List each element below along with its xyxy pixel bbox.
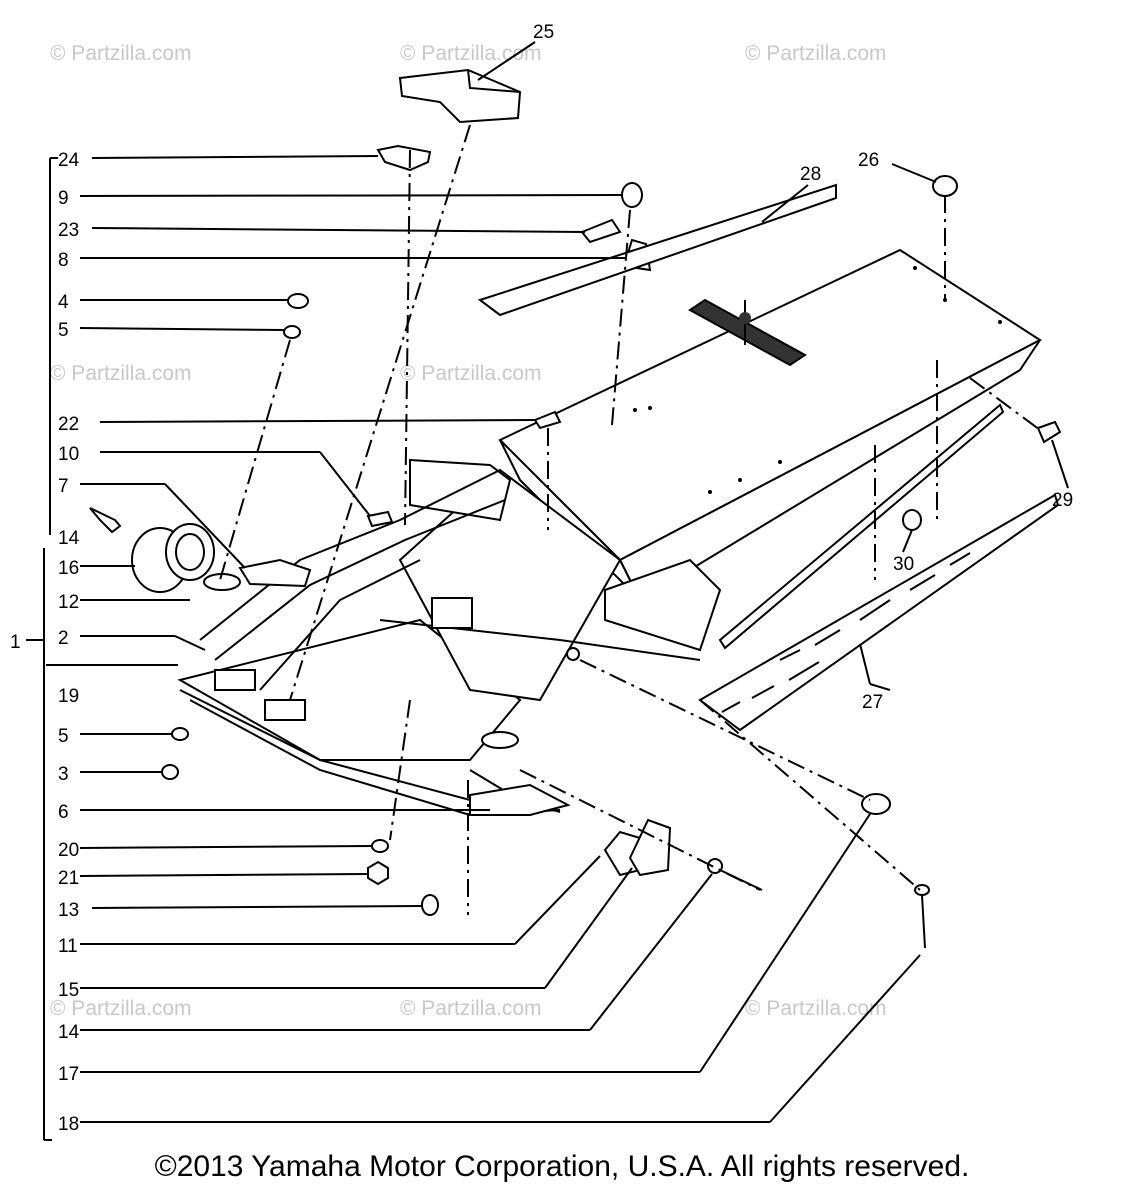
watermark: © Partzilla.com [50, 997, 192, 1020]
cap-part-26 [932, 175, 958, 197]
grommet-part-4 [287, 293, 309, 309]
exhaust-part-16 [131, 523, 215, 593]
washer-part-20 [371, 839, 389, 853]
grommet-part-3 [161, 764, 179, 780]
watermark: © Partzilla.com [400, 42, 542, 65]
nut-part-21 [367, 860, 389, 886]
callout-5: 5 [58, 320, 69, 341]
assembly-bracket [26, 157, 58, 1141]
callout-25: 25 [533, 22, 554, 43]
callout-15: 15 [58, 980, 79, 1001]
bolt-part-14a [89, 507, 122, 534]
watermark: © Partzilla.com [50, 42, 192, 65]
callout-17: 17 [58, 1064, 79, 1085]
callout-24: 24 [58, 150, 80, 171]
clip-part-29 [1036, 420, 1062, 444]
callout-19: 19 [58, 686, 79, 707]
watermark: © Partzilla.com [745, 997, 887, 1020]
watermark: © Partzilla.com [400, 362, 542, 385]
nut-part-13 [421, 894, 439, 916]
callout-4: 4 [58, 292, 69, 313]
callout-21: 21 [58, 868, 79, 889]
seat-pad-part [398, 68, 522, 124]
callout-11: 11 [58, 936, 78, 957]
callout-29: 29 [1052, 490, 1073, 511]
callout-14: 14 [58, 528, 80, 549]
block-part-10 [366, 510, 394, 528]
callout-12: 12 [58, 592, 79, 613]
callout-30: 30 [893, 554, 914, 575]
callout-labels: 25 24 9 23 8 4 5 22 10 7 14 16 12 1 2 19… [10, 22, 1073, 1135]
nut-part-9 [621, 182, 643, 208]
watermark: © Partzilla.com [400, 997, 542, 1020]
plate-part-15 [628, 818, 672, 877]
copyright-notice: ©2013 Yamaha Motor Corporation, U.S.A. A… [154, 1150, 970, 1183]
callout-20: 20 [58, 840, 79, 861]
callout-23: 23 [58, 220, 79, 241]
callout-3: 3 [58, 764, 69, 785]
bracket-part-24 [376, 144, 432, 172]
bolt-part-14b [707, 858, 763, 891]
callout-26: 26 [858, 150, 879, 171]
callout-10: 10 [58, 444, 79, 465]
cap-part-17 [861, 793, 891, 815]
nut-part-30 [902, 509, 922, 531]
frame-body [177, 458, 722, 817]
callout-6: 6 [58, 802, 69, 823]
assembly-lines [219, 124, 1041, 915]
callout-1: 1 [10, 632, 21, 653]
mount-part-7 [238, 558, 312, 588]
leader-lines [46, 41, 1069, 1123]
block-part-22 [533, 410, 562, 430]
callout-13: 13 [58, 900, 79, 921]
side-strip-27b [718, 403, 1005, 650]
callout-27: 27 [862, 692, 883, 713]
callout-2: 2 [58, 628, 69, 649]
watermark: © Partzilla.com [50, 362, 192, 385]
callout-7: 7 [58, 476, 69, 497]
callout-14b: 14 [58, 1022, 80, 1043]
callout-9: 9 [58, 188, 69, 209]
watermark: © Partzilla.com [745, 42, 887, 65]
callout-8: 8 [58, 250, 69, 271]
callout-18: 18 [58, 1114, 79, 1135]
rivet-part-18 [914, 884, 930, 949]
callout-28: 28 [800, 164, 821, 185]
callout-22: 22 [58, 414, 79, 435]
callout-16: 16 [58, 558, 79, 579]
block-part-23 [580, 218, 622, 244]
grommet-part-5 [283, 325, 301, 339]
grommet-part-5b [171, 727, 189, 741]
callout-5b: 5 [58, 726, 69, 747]
